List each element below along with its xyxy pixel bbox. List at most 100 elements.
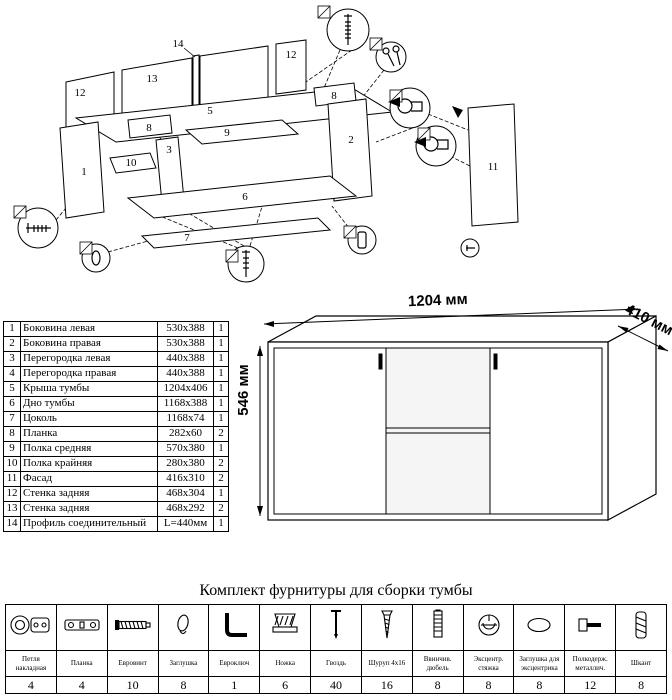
connecting-profile-14-shape — [192, 54, 200, 109]
part-name-cell: Дно тумбы — [20, 396, 158, 412]
part-size-cell: 280x380 — [157, 456, 214, 472]
part-number-cell: 5 — [3, 381, 21, 397]
part-name-cell: Полка средняя — [20, 441, 158, 457]
callout-tag — [317, 5, 331, 19]
hw-item-qty: 8 — [462, 676, 515, 694]
part-qty-cell: 1 — [213, 441, 229, 457]
part-name-cell: Крыша тумбы — [20, 381, 158, 397]
side-panel-2-shape — [327, 98, 373, 202]
hw-item-name: Заглушка — [157, 650, 210, 677]
dowel-screw-icon — [411, 604, 464, 651]
part-number-cell: 14 — [3, 516, 21, 532]
plinth-7-shape — [140, 217, 332, 249]
part-qty-cell: 1 — [213, 321, 229, 337]
part-number-cell: 6 — [3, 396, 21, 412]
hw-item-qty: 16 — [360, 676, 413, 694]
hw-item-qty: 8 — [513, 676, 566, 694]
part-number-cell: 7 — [3, 411, 21, 427]
part-number-cell: 8 — [3, 426, 21, 442]
callout-tag — [79, 241, 93, 255]
hardware-kit-title: Комплект фурнитуры для сборки тумбы — [199, 582, 473, 599]
plank-8-left-shape — [127, 114, 173, 139]
part-size-cell: 530x388 — [157, 321, 214, 337]
back-panel-12-right-shape — [275, 39, 307, 95]
fastener-glyphs — [26, 14, 475, 277]
part-qty-cell: 1 — [213, 366, 229, 382]
part-number-cell: 13 — [3, 501, 21, 517]
cabinet-side-face — [607, 314, 657, 522]
part-name-cell: Боковина правая — [20, 336, 158, 352]
hw-icon-row — [5, 604, 667, 651]
part-size-cell: 570x380 — [157, 441, 214, 457]
nail-icon — [310, 604, 362, 651]
part-number-label: 14 — [173, 38, 185, 50]
part-size-cell: 1204x406 — [157, 381, 214, 397]
part-number-label: 10 — [126, 157, 138, 169]
part-size-cell: 282x60 — [157, 426, 214, 442]
part-number-cell: 2 — [3, 336, 21, 352]
part-size-cell: L=440мм — [157, 516, 214, 532]
hw-item-qty: 4 — [5, 676, 57, 694]
hw-item-qty: 8 — [615, 676, 667, 694]
euro-screw-glyph — [26, 223, 51, 233]
part-number-cell: 11 — [3, 471, 21, 487]
hw-item-name: Шуруп 4x16 — [360, 650, 413, 677]
exploded-assembly-diagram: 14 13 12 12 5 8 8 3 9 10 1 2 6 7 11 — [13, 5, 519, 283]
screw-icon — [360, 604, 413, 651]
callout-tag — [13, 205, 27, 219]
part-qty-cell: 1 — [213, 396, 229, 412]
arrowhead-icon — [618, 326, 629, 333]
part-number-label: 11 — [488, 161, 499, 173]
left-door — [273, 347, 387, 515]
hw-item-name: Полкодерж. металлич. — [564, 650, 617, 677]
width-dimension-arrow — [263, 308, 639, 325]
confirmat-glyph — [242, 250, 250, 277]
right-door — [489, 347, 603, 515]
hw-item-name: Шкант — [615, 650, 667, 677]
hw-item-name: Гвоздь — [310, 650, 362, 677]
hw-item-name: Петля накладная — [5, 650, 57, 677]
arrowhead-icon — [264, 321, 274, 327]
cam-cap-icon — [513, 604, 566, 651]
hw-item-qty: 8 — [411, 676, 464, 694]
part-number-label: 3 — [166, 144, 172, 156]
label-leader-line — [183, 47, 196, 58]
part-name-cell: Стенка задняя — [20, 486, 158, 502]
hw-item-qty: 12 — [564, 676, 617, 694]
hw-item-qty: 10 — [106, 676, 159, 694]
part-qty-cell: 1 — [213, 516, 229, 532]
cabinet-panels — [59, 39, 519, 249]
callout-tag — [369, 37, 383, 51]
part-name-cell: Планка — [20, 426, 158, 442]
front-details — [273, 347, 603, 515]
height-dimension-label: 546 мм — [238, 364, 252, 415]
hw-item-qty: 6 — [259, 676, 312, 694]
part-number-label: 5 — [207, 105, 213, 117]
part-size-cell: 468x292 — [157, 501, 214, 517]
cam-lock-icon — [462, 604, 515, 651]
part-qty-cell: 1 — [213, 351, 229, 367]
euro-screw-icon — [106, 604, 159, 651]
facade-11-shape — [467, 103, 519, 227]
callout-tag — [225, 249, 239, 263]
hw-item-qty: 8 — [157, 676, 210, 694]
part-name-cell: Профиль соединительный — [20, 516, 158, 532]
part-name-cell: Стенка задняя — [20, 501, 158, 517]
hw-item-name: Заглушка для эксцентрика — [513, 650, 566, 677]
part-qty-cell: 2 — [213, 426, 229, 442]
callout-tag — [343, 225, 357, 239]
part-number-label: 8 — [146, 122, 152, 134]
part-number-label: 12 — [75, 87, 86, 99]
part-name-cell: Полка крайняя — [20, 456, 158, 472]
width-dimension-label: 1204 мм — [408, 291, 468, 310]
cap-glyph — [91, 250, 101, 266]
